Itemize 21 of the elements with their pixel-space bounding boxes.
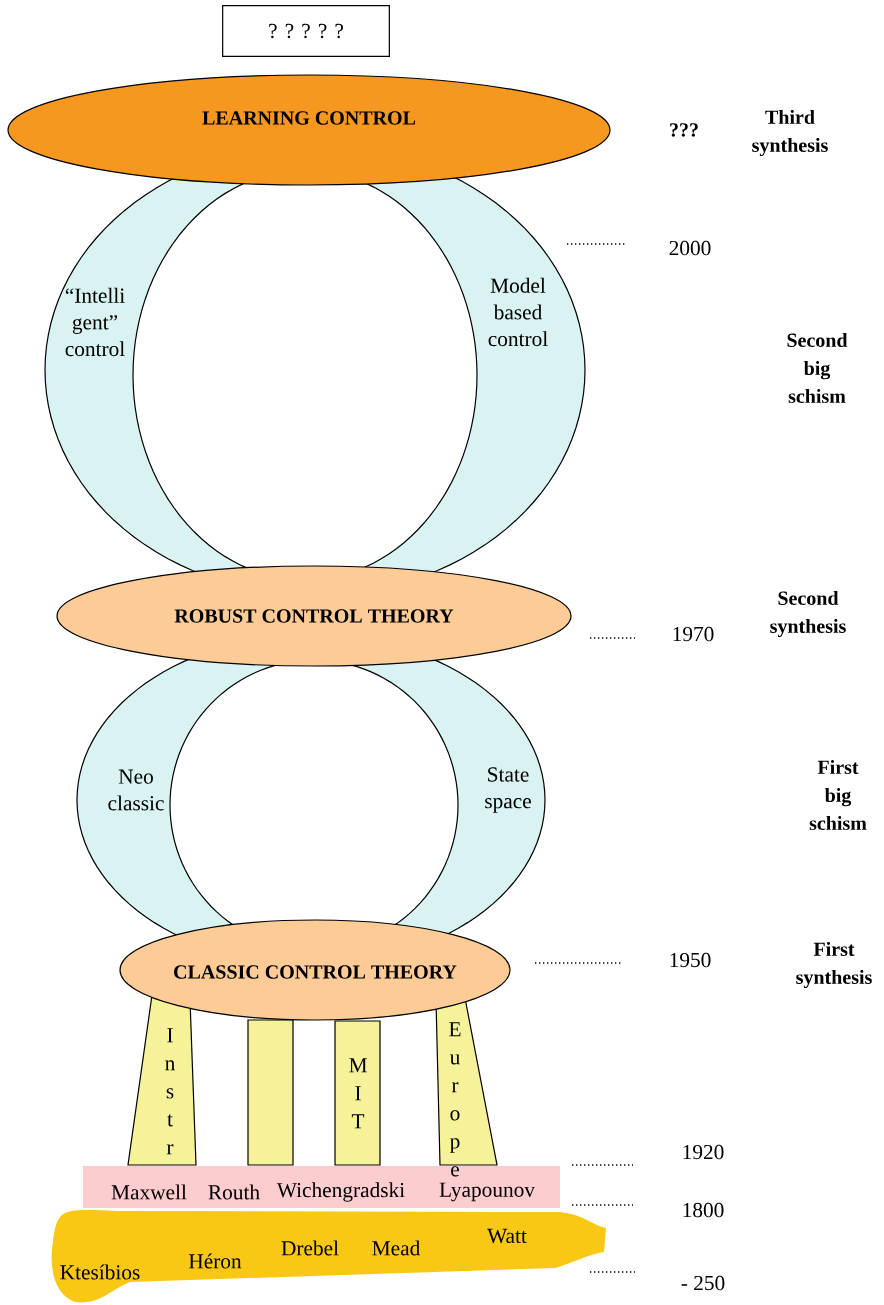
stage-label: Second synthesis xyxy=(770,590,846,638)
stage-label: First synthesis xyxy=(796,941,872,989)
pillar xyxy=(247,1019,294,1166)
year-label: 1800 xyxy=(683,1202,724,1218)
year-label: 2000 xyxy=(669,240,711,256)
name-blob: Ktesíbios Héron Drebel Mead Watt xyxy=(51,1209,606,1303)
question-box: ? ? ? ? ? xyxy=(222,5,390,57)
ellipse-stage: LEARNING CONTROL xyxy=(7,74,611,186)
stage-label: Third synthesis xyxy=(752,109,828,157)
pillar: Instr xyxy=(127,994,197,1166)
year-label: 1950 xyxy=(670,952,711,968)
node-label: e xyxy=(451,1166,459,1177)
pillar: MIT xyxy=(334,1020,381,1166)
stage-label: First big schism xyxy=(809,760,867,831)
year-label: 1920 xyxy=(683,1144,724,1160)
year-label: 1970 xyxy=(673,626,714,642)
stage-label: ??? xyxy=(670,123,698,137)
ellipse-stage: CLASSIC CONTROL THEORY xyxy=(119,919,511,1021)
year-label: - 250 xyxy=(681,1275,725,1291)
stage-label: Second big schism xyxy=(787,333,848,404)
ellipse-stage: ROBUST CONTROL THEORY xyxy=(56,565,572,667)
